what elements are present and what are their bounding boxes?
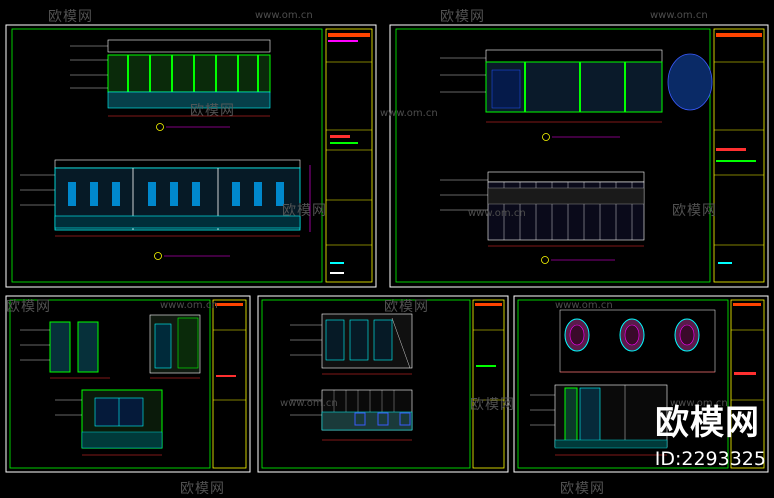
title-block bbox=[730, 299, 765, 469]
elevation-upper bbox=[559, 309, 716, 373]
sheet-bottom-right bbox=[513, 295, 769, 473]
watermark-url: www.om.cn bbox=[380, 108, 438, 119]
watermark-brand: 欧模网 bbox=[180, 481, 225, 497]
watermark-brand: 欧模网 bbox=[470, 397, 515, 413]
watermark-brand: 欧模网 bbox=[384, 299, 429, 315]
watermark-url: www.om.cn bbox=[650, 10, 708, 21]
watermark-url: www.om.cn bbox=[468, 208, 526, 219]
sheet-top-left bbox=[5, 24, 377, 288]
watermark-url: www.om.cn bbox=[160, 300, 218, 311]
elevation-upper bbox=[290, 313, 413, 375]
sheet-bottom-middle bbox=[257, 295, 509, 473]
elevation-bottom bbox=[55, 389, 163, 456]
watermark-url: www.om.cn bbox=[670, 398, 728, 409]
watermark-brand: 欧模网 bbox=[48, 9, 93, 25]
watermark-url: www.om.cn bbox=[280, 398, 338, 409]
watermark-brand: 欧模网 bbox=[190, 103, 235, 119]
watermark-brand: 欧模网 bbox=[672, 203, 717, 219]
sheet-top-right bbox=[389, 24, 769, 288]
watermark-brand: 欧模网 bbox=[440, 9, 485, 25]
watermark-url: www.om.cn bbox=[255, 10, 313, 21]
elevation-lower bbox=[530, 384, 668, 456]
elevation-lower bbox=[290, 389, 413, 441]
sheet-bottom-left bbox=[5, 295, 251, 473]
elevation-upper bbox=[70, 39, 271, 131]
brand-logo-text: 欧模网 bbox=[655, 403, 760, 443]
watermark-url: www.om.cn bbox=[555, 300, 613, 311]
title-block bbox=[472, 299, 505, 469]
elevation-upper bbox=[440, 49, 713, 141]
watermark-brand: 欧模网 bbox=[282, 203, 327, 219]
title-block bbox=[713, 28, 765, 283]
elevation-lower bbox=[440, 171, 645, 264]
elevation-lower bbox=[20, 159, 311, 260]
elevation-left bbox=[20, 314, 201, 379]
title-block bbox=[325, 28, 373, 283]
model-id-label: ID:2293325 bbox=[654, 448, 766, 470]
title-block bbox=[212, 299, 247, 469]
watermark-brand: 欧模网 bbox=[560, 481, 605, 497]
watermark-brand: 欧模网 bbox=[6, 299, 51, 315]
